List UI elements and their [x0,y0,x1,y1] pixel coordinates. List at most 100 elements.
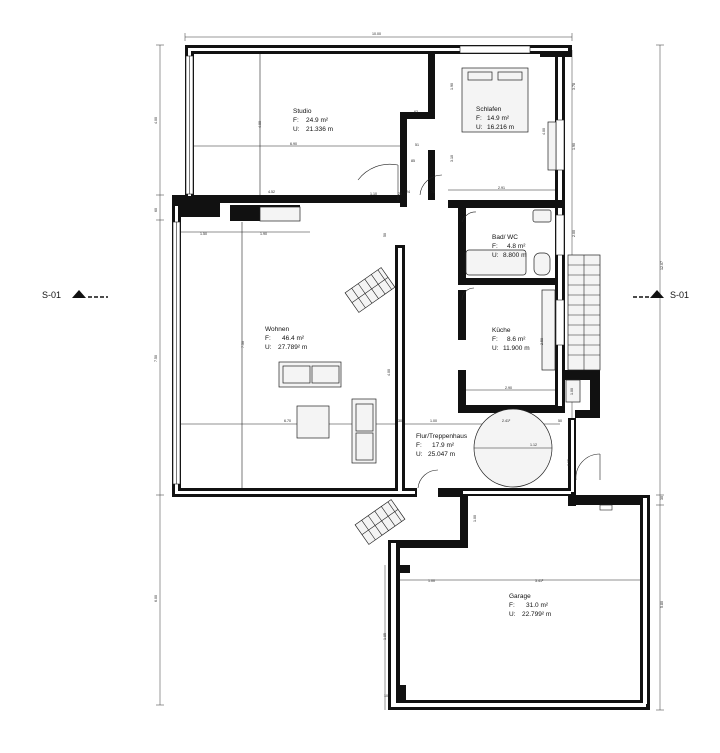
svg-text:1.10: 1.10 [370,192,377,196]
wardrobe [547,121,557,171]
svg-text:3.41²: 3.41² [535,579,544,583]
section-left-label: S-01 [42,290,61,300]
dim-left-gap: 60 [154,208,158,212]
svg-text:75: 75 [431,190,435,194]
dim-right-b: 12.07 [660,261,664,270]
svg-text:F:: F: [293,117,299,124]
dim-top-total: 10.00 [372,32,381,36]
dim-left-studio: 4.00 [154,117,158,124]
svg-text:2.95: 2.95 [567,459,571,466]
svg-text:3.10: 3.10 [450,155,454,162]
svg-text:U:: U: [492,345,499,352]
toilet [533,252,551,276]
svg-text:1.12: 1.12 [530,443,537,447]
svg-text:6.70: 6.70 [284,419,291,423]
room-name: Wohnen [265,326,289,333]
section-arrow-left-icon [72,290,86,298]
svg-text:63: 63 [414,110,418,114]
room-kueche: Küche F: 8.6 m² U: 11.900 m [492,327,530,352]
room-area: 8.6 m² [507,336,526,343]
room-name: Flur/Treppenhaus [416,433,468,440]
section-markers: S-01 S-01 [42,290,689,300]
dim-right-d: 30 [660,496,664,500]
walls [172,45,650,710]
svg-text:50: 50 [383,233,387,237]
kitchen-counter [541,289,556,371]
svg-text:1.90: 1.90 [450,83,454,90]
room-name: Schlafen [476,106,502,113]
svg-text:1.90: 1.90 [260,232,267,236]
svg-text:6.90: 6.90 [290,142,297,146]
svg-text:1.00: 1.00 [428,579,435,583]
room-area: 24.9 m² [306,117,329,124]
svg-text:4.00: 4.00 [258,121,262,128]
room-perimeter: 25.047 m [428,451,455,458]
svg-text:2.41²: 2.41² [502,419,511,423]
room-perimeter: 11.900 m [503,345,530,352]
svg-text:U:: U: [509,611,516,618]
svg-text:F:: F: [492,336,498,343]
dim-vert-a: 1.90 [572,143,576,150]
room-area: 14.9 m² [487,115,510,122]
room-perimeter: 22.799² m [522,611,551,618]
room-perimeter: 21.336 m [306,126,333,133]
svg-text:2.91: 2.91 [498,186,505,190]
svg-text:U:: U: [265,344,272,351]
inner-dimensions: 6.90 4.52 4.00 6.70 7.50 1.50 1.90 1.00 … [200,83,574,698]
svg-text:30: 30 [398,419,402,423]
section-arrow-right-icon [650,290,664,298]
svg-text:7.50: 7.50 [241,341,245,348]
svg-text:1.00: 1.00 [430,419,437,423]
svg-text:1.85: 1.85 [383,633,387,640]
svg-text:4.00: 4.00 [387,369,391,376]
sink [532,209,552,223]
bathtub [465,249,527,276]
room-name: Küche [492,327,511,334]
windows [172,45,613,511]
svg-text:4.00: 4.00 [542,128,546,135]
svg-text:24: 24 [406,190,410,194]
svg-text:51: 51 [415,143,419,147]
svg-text:85: 85 [411,159,415,163]
svg-text:1.00: 1.00 [473,515,477,522]
svg-text:4.52: 4.52 [268,190,275,194]
svg-text:26: 26 [398,192,402,196]
svg-text:2.50: 2.50 [540,338,544,345]
svg-text:F:: F: [492,243,498,250]
section-right-label: S-01 [670,290,689,300]
svg-text:F:: F: [416,442,422,449]
room-perimeter: 16.216 m [487,124,514,131]
room-name: Bad/ WC [492,234,518,241]
svg-text:2.90: 2.90 [505,386,512,390]
dim-right-c: 5.80 [660,601,664,608]
svg-text:1.00: 1.00 [570,388,574,395]
svg-text:F:: F: [476,115,482,122]
dim-right-a: 3.78 [572,83,576,90]
table [296,405,330,439]
stairs [344,254,601,545]
svg-text:U:: U: [293,126,300,133]
room-labels: Studio F: 24.9 m² U: 21.336 m Schlafen F… [265,106,551,618]
room-bad: Bad/ WC F: 4.8 m² U: 8.800 m [492,234,527,259]
room-schlafen: Schlafen F: 14.9 m² U: 16.216 m [476,106,514,131]
svg-text:F:: F: [265,335,271,342]
svg-text:50: 50 [558,419,562,423]
room-area: 4.8 m² [507,243,526,250]
dim-left-garage: 6.00 [154,595,158,602]
room-name: Studio [293,108,312,115]
svg-text:U:: U: [416,451,423,458]
room-area: 46.4 m² [282,335,305,342]
room-garage: Garage F: 31.0 m² U: 22.799² m [509,593,551,618]
dim-left-wohnen: 7.50 [154,355,158,362]
room-area: 17.9 m² [432,442,455,449]
room-wohnen: Wohnen F: 46.4 m² U: 27.789² m [265,326,307,351]
svg-text:U:: U: [476,124,483,131]
doors [357,163,601,489]
room-perimeter: 8.800 m [503,252,527,259]
room-area: 31.0 m² [526,602,549,609]
room-name: Garage [509,593,531,600]
room-flur: Flur/Treppenhaus F: 17.9 m² U: 25.047 m [416,433,468,458]
furniture [259,67,557,488]
svg-text:F:: F: [509,602,515,609]
